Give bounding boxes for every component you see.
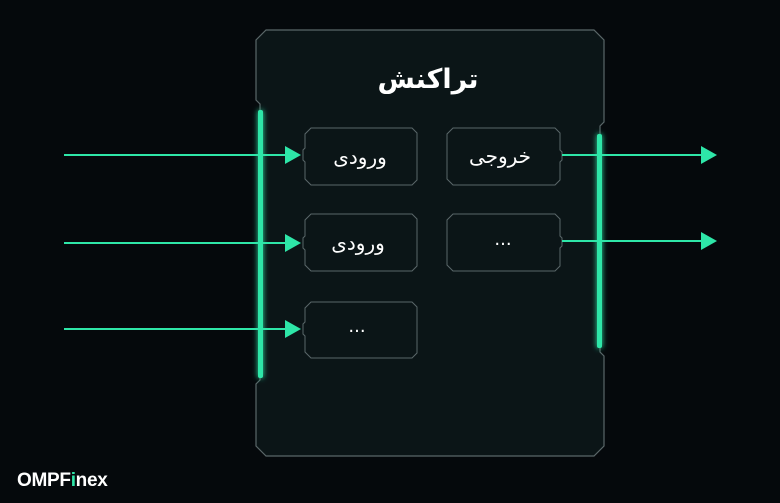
input-row-1: ورودی — [64, 127, 418, 186]
input-row-3: ... — [64, 301, 418, 359]
output-row-2: ... — [446, 213, 717, 272]
input-label: ... — [348, 316, 365, 337]
brand-logo: OMPFinex — [17, 470, 108, 492]
output-arrowhead — [701, 146, 717, 164]
input-arrowhead — [285, 320, 301, 338]
diagram-title: تراکنش — [377, 64, 478, 95]
brand-name-accent: i — [70, 470, 76, 491]
input-label: ورودی — [331, 231, 385, 255]
output-label: خروجی — [469, 144, 531, 168]
output-row-1: خروجی — [446, 127, 717, 186]
input-label: ورودی — [333, 145, 387, 169]
output-box — [446, 213, 563, 272]
output-arrowhead — [701, 232, 717, 250]
output-box — [446, 127, 563, 186]
brand-name-part2: nex — [75, 470, 108, 491]
input-box — [302, 127, 418, 186]
input-row-2: ورودی — [64, 213, 418, 272]
input-arrowhead — [285, 234, 301, 252]
output-label: ... — [494, 229, 511, 250]
brand-name-part1: OMPF — [17, 470, 71, 491]
input-box — [302, 213, 418, 272]
input-box — [302, 301, 418, 359]
input-arrowhead — [285, 146, 301, 164]
